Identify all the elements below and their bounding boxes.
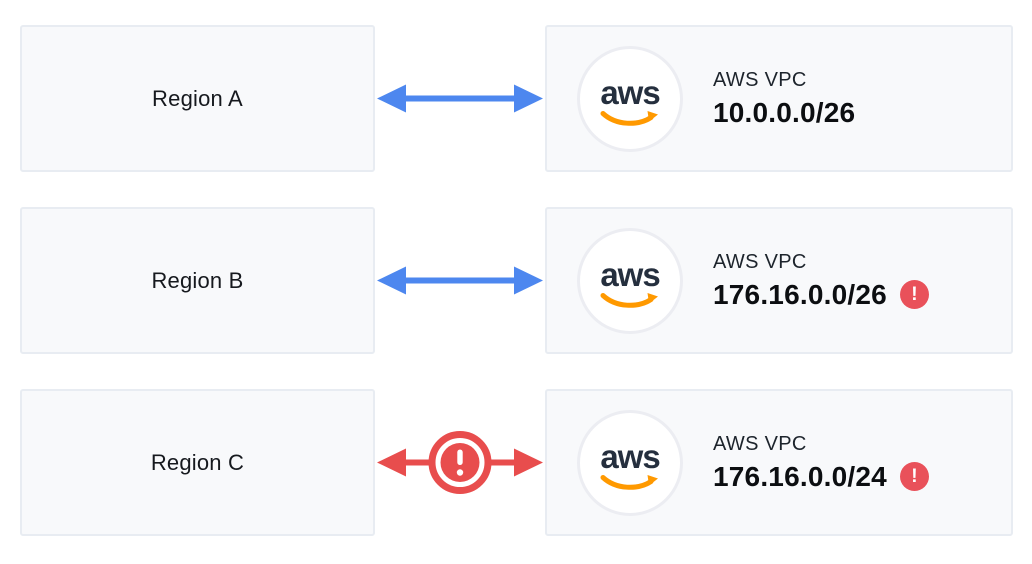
aws-smile-icon <box>600 111 658 126</box>
vpc-box: aws AWS VPC 10.0.0.0/26 <box>545 25 1013 172</box>
aws-wordmark: aws <box>600 74 660 111</box>
warning-glyph: ! <box>911 283 918 305</box>
warning-icon: ! <box>899 462 929 491</box>
peering-link <box>375 389 545 536</box>
region-label: Region C <box>150 449 245 475</box>
peering-link <box>375 25 545 172</box>
bidirectional-arrow-icon <box>377 84 543 113</box>
vpc-box: aws AWS VPC 176.16.0.0/24 ! <box>545 389 1013 536</box>
conflict-warning-icon <box>428 431 492 494</box>
aws-wordmark: aws <box>600 438 660 475</box>
aws-smile-icon <box>600 475 658 490</box>
cidr-line: 176.16.0.0/26 ! <box>713 279 929 311</box>
region-label: Region B <box>151 267 244 293</box>
vpc-title: AWS VPC <box>713 250 807 273</box>
region-box-b: Region B <box>20 207 375 354</box>
vpc-box: aws AWS VPC 176.16.0.0/26 ! <box>545 207 1013 354</box>
cidr-line: 10.0.0.0/26 <box>713 97 855 129</box>
vpc-text: AWS VPC 176.16.0.0/24 ! <box>713 433 929 493</box>
aws-smile-icon <box>600 293 658 308</box>
region-box-c: Region C <box>20 389 375 536</box>
peering-row: Region C aws <box>20 389 1013 536</box>
bidirectional-arrow-icon <box>377 266 543 295</box>
aws-logo: aws <box>577 409 683 516</box>
region-box-a: Region A <box>20 25 375 172</box>
vpc-title: AWS VPC <box>713 432 807 455</box>
vpc-cidr: 10.0.0.0/26 <box>713 96 856 128</box>
vpc-text: AWS VPC 176.16.0.0/26 ! <box>713 251 929 311</box>
aws-logo: aws <box>577 227 683 334</box>
bidirectional-arrow-error-icon <box>377 431 543 494</box>
aws-wordmark: aws <box>600 256 660 293</box>
region-label: Region A <box>152 85 243 111</box>
peering-link <box>375 207 545 354</box>
vpc-cidr: 176.16.0.0/26 <box>713 278 887 310</box>
cidr-line: 176.16.0.0/24 ! <box>713 461 929 493</box>
vpc-text: AWS VPC 10.0.0.0/26 <box>713 69 855 129</box>
warning-icon: ! <box>899 280 929 309</box>
vpc-title: AWS VPC <box>713 68 807 91</box>
warning-glyph: ! <box>911 465 918 487</box>
vpc-cidr: 176.16.0.0/24 <box>713 460 887 492</box>
aws-logo: aws <box>577 45 683 152</box>
peering-row: Region A aws AWS VPC 10.0.0.0/26 <box>20 25 1013 172</box>
peering-row: Region B aws AWS VPC 176.16.0.0/26 <box>20 207 1013 354</box>
